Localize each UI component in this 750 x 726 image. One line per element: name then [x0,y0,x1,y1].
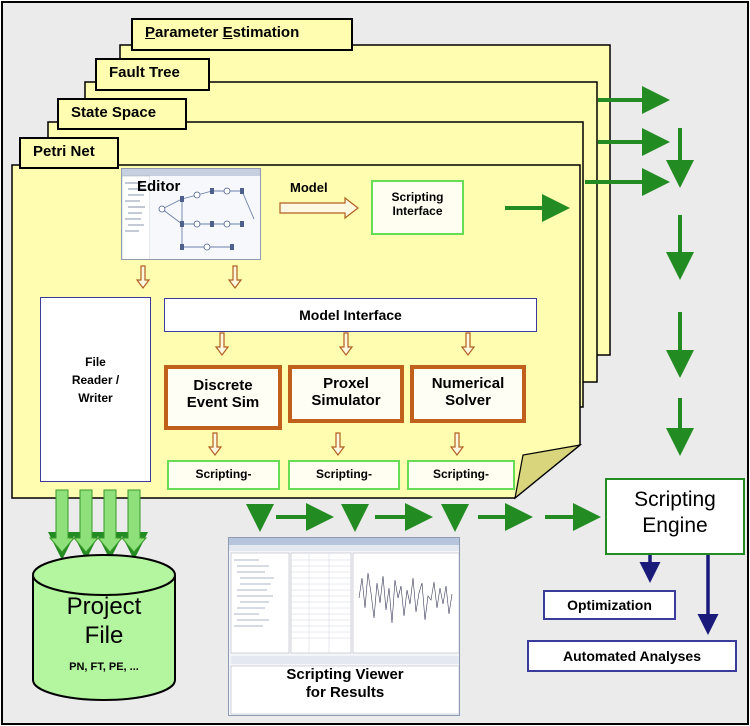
file-reader-writer-box[interactable]: File Reader / Writer [40,297,151,482]
numerical-solver-line2: Solver [445,392,491,410]
discrete-event-sim-box[interactable]: Discrete Event Sim [164,365,282,430]
scripting-engine-box[interactable]: Scripting Engine [605,478,745,555]
tab-petri-net[interactable]: Petri Net [19,137,119,169]
file-rw-line1: File [85,355,106,369]
numerical-solver-line1: Numerical [431,375,505,392]
project-file-line3: PN, FT, PE, ... [69,661,139,673]
tab-pe-rest-a: arameter [155,24,223,41]
editor-screenshot [121,168,261,260]
scripting-box-2-label: Scripting- [316,467,372,481]
tab-pe-prefix-b: E [222,24,233,41]
discrete-event-sim-line1: Discrete [193,377,253,394]
dog-ear-fold [514,444,583,500]
proxel-simulator-line2: Simulator [311,392,381,410]
tab-fault-tree[interactable]: Fault Tree [95,58,210,91]
tab-petri-net-label: Petri Net [33,143,95,160]
discrete-event-sim-line2: Event Sim [186,394,260,412]
scripting-engine-line2: Engine [642,514,708,538]
tab-fault-tree-label: Fault Tree [109,64,180,81]
optimization-box[interactable]: Optimization [543,590,676,620]
automated-analyses-box[interactable]: Automated Analyses [527,640,737,672]
navy-arrows [639,555,719,635]
proxel-simulator-box[interactable]: Proxel Simulator [288,365,404,423]
optimization-label: Optimization [567,597,652,613]
viewer-title-line1: Scripting Viewer [286,666,404,683]
tab-parameter-estimation[interactable]: Parameter Estimation [131,18,353,51]
scripting-box-3-label: Scripting- [433,467,489,481]
scripting-box-1-label: Scripting- [195,467,252,481]
editor-graph [122,169,260,259]
numerical-solver-box[interactable]: Numerical Solver [410,365,526,423]
scripting-box-2[interactable]: Scripting- [288,460,400,490]
scripting-engine-line1: Scripting [634,488,716,511]
tab-pe-prefix-a: P [145,24,156,41]
project-file-cylinder [32,554,176,701]
viewer-mockup [229,538,459,715]
project-file-line1: Project [66,593,142,620]
tab-state-space-label: State Space [71,104,157,121]
model-arrow [279,196,359,220]
scripting-box-1[interactable]: Scripting- [167,460,280,490]
file-arrows [48,489,148,553]
model-arrow-label: Model [290,180,328,195]
hollow-down-arrows [135,265,476,456]
scripting-interface-line1: Scripting [391,190,444,204]
viewer-title-line2: for Results [305,684,385,701]
scripting-box-3[interactable]: Scripting- [407,460,515,490]
model-interface-label: Model Interface [299,307,402,323]
scripting-interface-line2: Interface [392,203,443,218]
project-file-line2: File [84,622,124,649]
tab-pe-rest-b: stimation [232,24,300,41]
automated-analyses-label: Automated Analyses [563,648,701,664]
file-rw-line3: Writer [78,390,113,405]
editor-label: Editor [137,178,181,195]
file-rw-line2: Reader / [71,372,120,387]
scripting-viewer-screenshot [228,537,460,716]
model-interface-box[interactable]: Model Interface [164,298,537,332]
proxel-simulator-line1: Proxel [323,375,369,392]
scripting-interface-box[interactable]: Scripting Interface [371,180,464,235]
tab-state-space[interactable]: State Space [57,98,187,130]
